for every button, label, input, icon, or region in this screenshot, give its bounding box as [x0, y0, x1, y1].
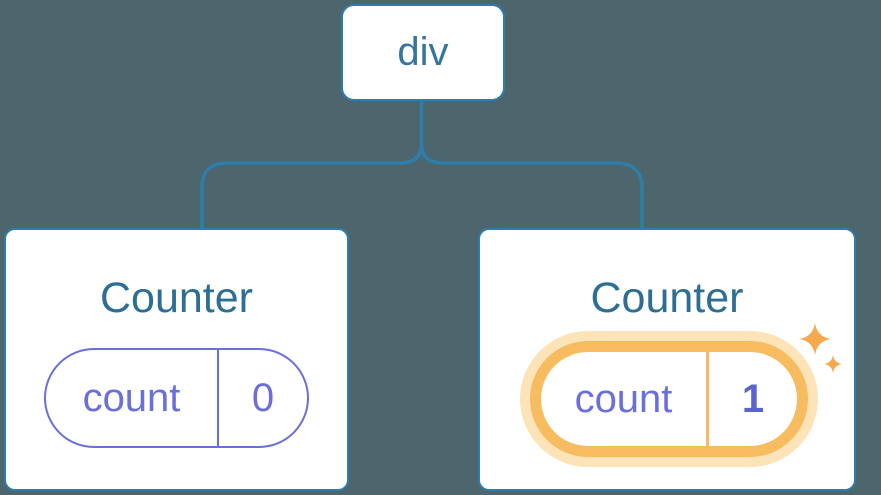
state-key-right: count	[541, 352, 709, 446]
connector-path	[200, 100, 644, 229]
counter-title-left: Counter	[100, 274, 253, 322]
root-node-label: div	[397, 30, 449, 74]
state-key-left: count	[46, 350, 219, 446]
counter-title-right: Counter	[590, 274, 744, 322]
state-value-right: 1	[741, 376, 765, 421]
state-value-left: 0	[251, 375, 275, 420]
state-pill-highlighted: count 1	[541, 352, 797, 446]
counter-card-left: Counter count 0	[4, 228, 349, 491]
root-node-div: div	[341, 4, 505, 101]
counter-card-right: Counter count 1	[478, 228, 856, 491]
state-pill-left: count 0	[44, 348, 309, 448]
